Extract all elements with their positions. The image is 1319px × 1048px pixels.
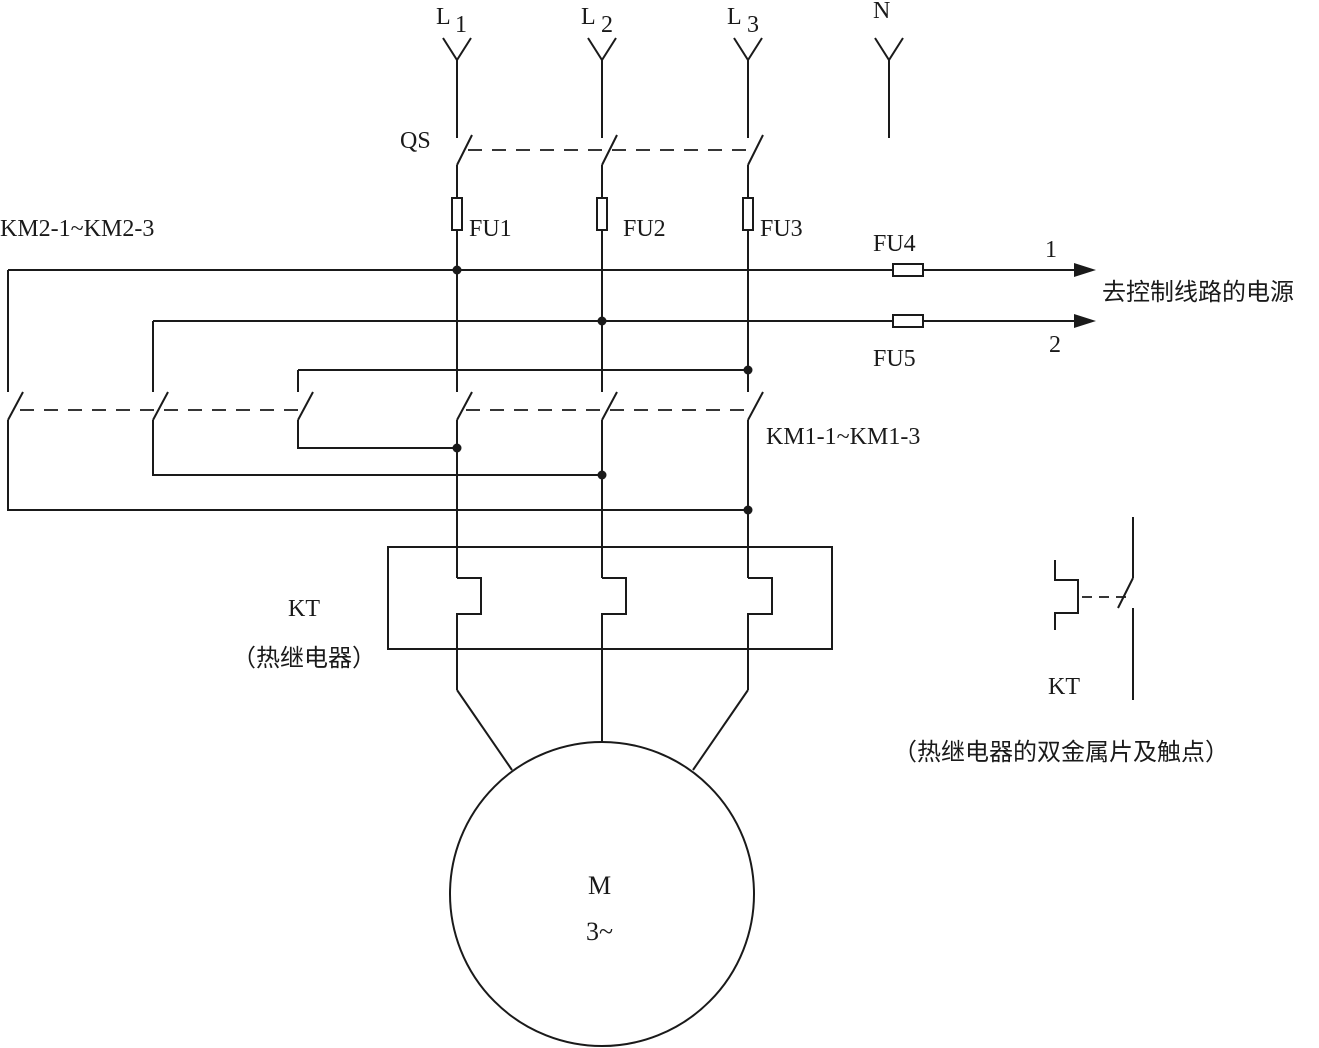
terminal-n bbox=[874, 37, 904, 138]
km2-contacts bbox=[7, 270, 748, 511]
label-fu2: FU2 bbox=[623, 216, 666, 242]
label-l3-letter: L bbox=[727, 4, 742, 30]
kt-symbol bbox=[1054, 517, 1134, 700]
label-kt: KT bbox=[288, 596, 320, 622]
label-l3-sub: 3 bbox=[747, 12, 759, 38]
label-motor-phase: 3~ bbox=[586, 917, 613, 946]
label-l2-letter: L bbox=[581, 4, 596, 30]
label-control-power: 去控制线路的电源 bbox=[1102, 278, 1294, 306]
label-output-2: 2 bbox=[1049, 332, 1061, 358]
lower-phase-lines bbox=[456, 420, 749, 578]
label-n: N bbox=[873, 0, 890, 24]
label-fu1: FU1 bbox=[469, 216, 512, 242]
labels: L 1 L 2 L 3 N QS FU1 FU2 FU3 FU4 FU5 1 2… bbox=[0, 0, 1294, 946]
label-output-1: 1 bbox=[1045, 237, 1057, 263]
fuse-fu1 bbox=[451, 197, 463, 231]
terminal-l3 bbox=[733, 37, 763, 138]
qs-switch bbox=[456, 134, 764, 166]
label-motor: M bbox=[588, 871, 611, 900]
label-l1-sub: 1 bbox=[455, 12, 467, 38]
fuse-fu4 bbox=[892, 263, 924, 277]
km1-contacts bbox=[456, 391, 764, 421]
label-kt-symbol-desc: （热继电器的双金属片及触点） bbox=[893, 738, 1229, 766]
motor bbox=[449, 689, 755, 1047]
kt-thermal-relay bbox=[387, 546, 833, 742]
label-km2: KM2-1~KM2-3 bbox=[0, 216, 154, 242]
supply-terminals bbox=[442, 37, 904, 138]
fuse-fu3 bbox=[742, 197, 754, 231]
fuse-fu5 bbox=[892, 314, 924, 328]
label-l1-letter: L bbox=[436, 4, 451, 30]
main-fuses bbox=[451, 197, 754, 231]
label-fu5: FU5 bbox=[873, 346, 916, 372]
label-kt-symbol: KT bbox=[1048, 674, 1080, 700]
label-kt-desc: （热继电器） bbox=[232, 644, 376, 672]
label-qs: QS bbox=[400, 128, 431, 154]
label-km1: KM1-1~KM1-3 bbox=[766, 424, 920, 450]
terminal-l2 bbox=[587, 37, 617, 138]
control-power-lines bbox=[8, 263, 1096, 371]
fuse-fu2 bbox=[596, 197, 608, 231]
label-l2-sub: 2 bbox=[601, 12, 613, 38]
terminal-l1 bbox=[442, 37, 472, 138]
junction-dots bbox=[452, 265, 753, 515]
phase-lines bbox=[456, 165, 749, 392]
label-fu3: FU3 bbox=[760, 216, 803, 242]
label-fu4: FU4 bbox=[873, 231, 916, 257]
